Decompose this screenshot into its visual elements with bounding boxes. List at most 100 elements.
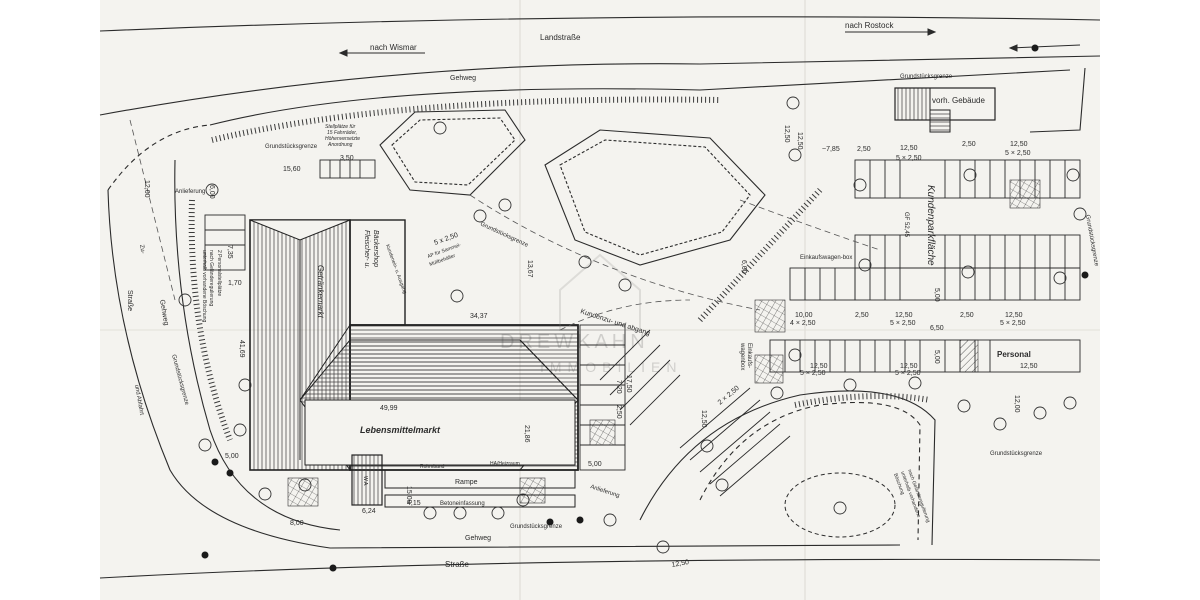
dimension-labels: ~7,85 2,50 12,50 5 × 2,50 2,50 12,50 5 ×… [143,125,1038,569]
abfahrt-label: und Abfahrt [133,384,144,416]
svg-text:6,24: 6,24 [362,508,376,515]
svg-text:5,00: 5,00 [225,453,239,460]
existing-building [894,87,996,133]
svg-text:12,50: 12,50 [671,559,690,569]
watermark: DREWKAHN IMMOBILIEN [500,253,682,375]
svg-text:21,86: 21,86 [523,425,530,443]
svg-text:12,50: 12,50 [1005,312,1023,319]
svg-text:5 × 2,50: 5 × 2,50 [1000,320,1026,327]
svg-text:~7,85: ~7,85 [822,146,840,153]
bike-note-line1: Stellplätze für [325,124,356,130]
butcher-label-line2: Bäckershop [372,230,379,267]
road-lines [99,16,1101,579]
svg-text:34,37: 34,37 [470,313,488,320]
ramp-label: Rampe [455,479,478,486]
west-note-line2: nach Geländeregulierung [208,250,214,306]
svg-text:10,00: 10,00 [795,312,813,319]
svg-text:5,00: 5,00 [933,288,940,302]
svg-text:3,50: 3,50 [340,155,354,162]
gehweg-label-north: Gehweg [450,75,476,82]
customer-parking-sub: GF 52,45 [903,212,909,238]
gehweg-label-south: Gehweg [465,535,491,542]
watermark-line2: IMMOBILIEN [540,359,682,375]
leergut-label: Rohmband [420,464,445,470]
svg-text:2,50: 2,50 [615,405,622,419]
svg-text:12,50: 12,50 [810,363,828,370]
svg-text:8,00: 8,00 [290,520,304,527]
traffic-flow [129,119,881,331]
beverage-label: Getränkemarkt [316,265,325,319]
bike-note-line4: Anordnung [327,142,353,148]
svg-text:5 × 2,50: 5 × 2,50 [896,155,922,162]
west-note-line3: unterhalb vorhandene Böschung [201,250,207,322]
planted-circle [784,472,896,538]
svg-text:12,00: 12,00 [143,180,150,198]
trees [178,96,1087,554]
hausanschluss-label: HA/Heizraum [490,461,520,467]
svg-text:15,60: 15,60 [283,166,301,173]
bike-note-line3: Höhenversetzte [325,136,360,142]
direction-label-wismar: nach Wismar [370,43,417,52]
customer-parking-label: Kundenparkfläche [925,185,936,266]
boundary-label-lower-right: Grundstücksgrenze [990,451,1043,457]
svg-text:6,00: 6,00 [740,260,747,274]
svg-text:2,50: 2,50 [962,141,976,148]
svg-text:5,00: 5,00 [588,461,602,468]
zu-label: Zu- [138,244,145,254]
svg-text:49,99: 49,99 [380,405,398,412]
svg-text:5 × 2,50: 5 × 2,50 [800,370,826,377]
ramp-area [384,469,576,508]
supermarket-label: Lebensmittelmarkt [360,425,441,435]
svg-text:2,50: 2,50 [855,312,869,319]
svg-text:5 × 2,50: 5 × 2,50 [1005,150,1031,157]
svg-text:15,00: 15,00 [405,486,412,504]
svg-text:12,50: 12,50 [796,132,803,150]
cart-box-label: Einkaufswagen-box [800,255,852,261]
cart-label-line1: Einkaufs- [746,343,752,368]
svg-text:4 × 2,50: 4 × 2,50 [790,320,816,327]
svg-text:2,50: 2,50 [857,146,871,153]
svg-text:2,50: 2,50 [960,312,974,319]
svg-text:6,50: 6,50 [930,325,944,332]
watermark-line1: DREWKAHN [500,331,649,353]
svg-text:12,50: 12,50 [783,125,790,143]
boundary-markers [201,44,1089,572]
svg-text:7,20: 7,20 [615,380,622,394]
west-note-line1: 2 Personalstellplätze [216,250,222,296]
svg-text:13,67: 13,67 [526,260,533,278]
svg-text:17,50: 17,50 [625,375,632,393]
svg-text:12,50: 12,50 [900,363,918,370]
wa-building [351,454,383,506]
staff-parking-label: Personal [997,350,1031,359]
curb-ticks [188,96,931,442]
svg-text:12,50: 12,50 [700,410,707,428]
bike-note-line2: 15 Fahrräder, [327,130,357,136]
boundary-label-top-right: Grundstücksgrenze [900,74,953,80]
beverage-market [249,219,351,471]
supermarket-building [299,324,579,471]
hatched-areas [287,179,1041,507]
concrete-border-label: Betoneinfassung [440,501,485,507]
boundary-label-top-left: Grundstücksgrenze [265,144,318,150]
svg-text:12,50: 12,50 [1010,141,1028,148]
svg-text:1,70: 1,70 [228,280,242,287]
svg-text:41,69: 41,69 [238,340,245,358]
butcher-label-line1: Fleischer- u. [363,230,370,268]
direction-arrows [338,28,1081,57]
existing-building-label: vorh. Gebäude [932,96,985,105]
svg-text:12,50: 12,50 [895,312,913,319]
svg-text:12,50: 12,50 [900,145,918,152]
svg-text:12,50: 12,50 [1020,363,1038,370]
svg-text:5,00: 5,00 [933,350,940,364]
boundary-label-south: Grundstücksgrenze [510,524,563,530]
svg-text:7,35: 7,35 [226,245,233,259]
cart-label-line2: wagenbox [739,342,745,370]
wa-label: W.A. [362,476,368,487]
gehweg-label-west: Gehweg [158,299,169,326]
svg-text:6,00: 6,00 [208,185,215,199]
planted-islands [379,109,766,266]
svg-text:12,00: 12,00 [1013,395,1020,413]
supply-label-1: Anlieferung [175,189,205,195]
road-label-south: Straße [445,560,470,569]
